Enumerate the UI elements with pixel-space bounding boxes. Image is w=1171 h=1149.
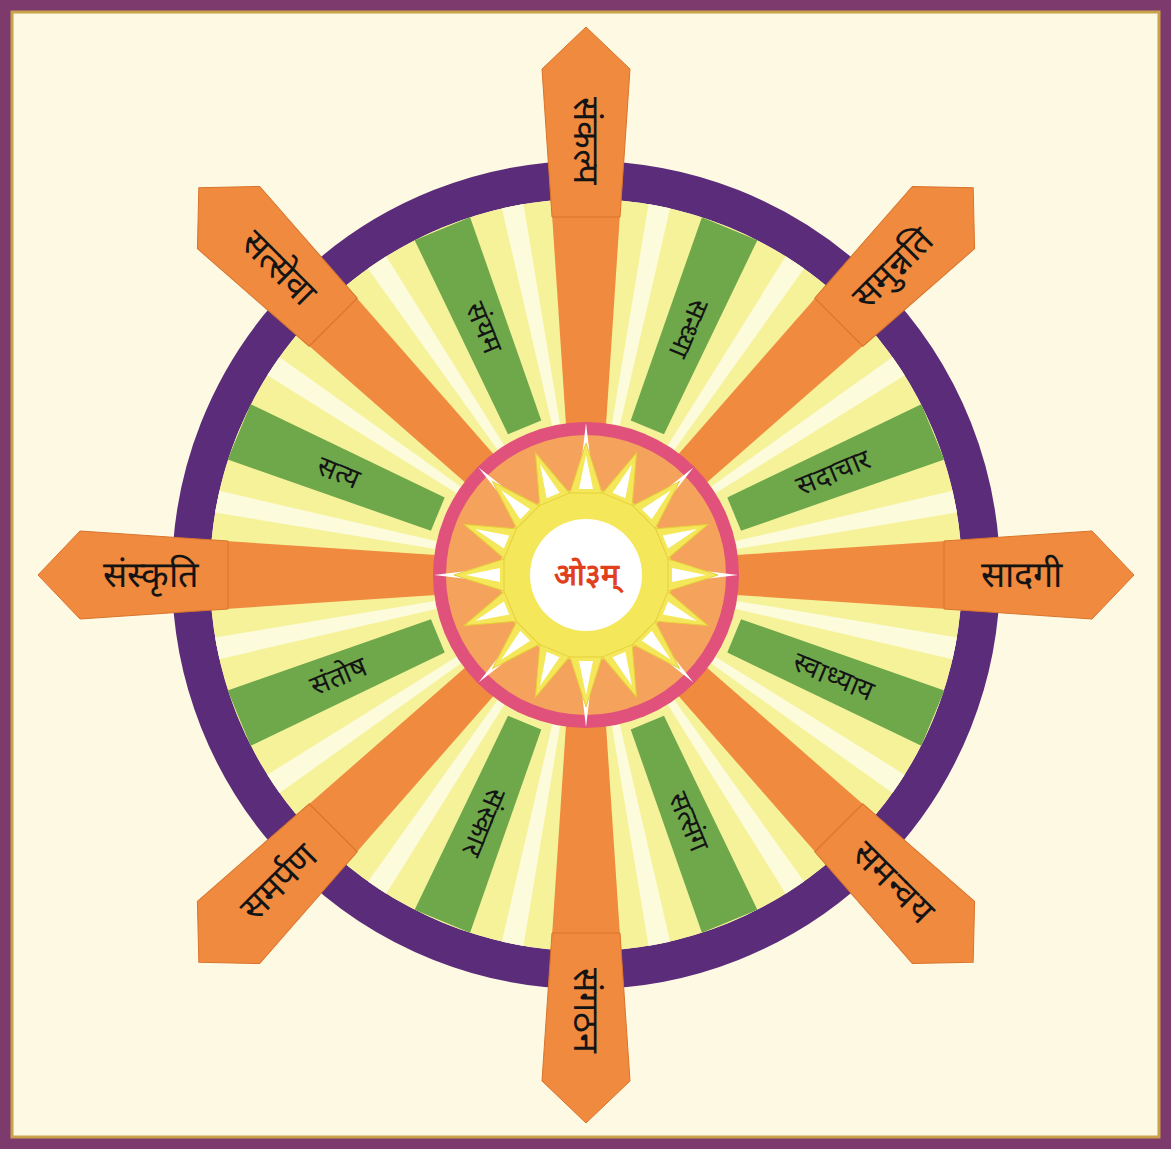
star-points [454,443,718,707]
green-band [228,404,450,542]
spoke-label: संस्कृति [103,554,199,595]
center-label: ओ३म् [554,558,619,593]
green-band [228,609,450,747]
panel-ground [12,12,1159,1137]
arrow-shape [38,531,228,619]
hub-ring [433,422,739,728]
arrow-spoke: संगठन [542,933,630,1123]
outer-rim [191,180,981,970]
arrow-shape [542,933,630,1123]
green-band [415,711,553,933]
center-circle: ओ३म् [530,519,642,631]
green-band [722,609,944,747]
green-band [415,217,553,439]
spoke-label: सादगी [981,554,1062,595]
arrow-shape [542,27,630,217]
arrow-shape [808,156,1005,353]
spoke-label: संकल्प [565,97,606,184]
arrow-shape [167,156,364,353]
spoke-label: सन्ध्या [662,294,715,362]
arrow-spoke: सादगी [944,531,1134,619]
hub-disc [446,435,726,715]
green-band [620,217,758,439]
arrow-shape [167,797,364,994]
star-facets [466,455,706,695]
arrow-spoke: संस्कृति [38,531,228,619]
arrow-shape [944,531,1134,619]
center-disc [530,519,642,631]
arrow-spoke: संकल्प [542,27,630,217]
white-rays [434,423,738,727]
green-band [722,404,944,542]
arrow-shape [808,797,1005,994]
green-band [620,711,758,933]
spoke-label: संगठन [565,968,606,1053]
